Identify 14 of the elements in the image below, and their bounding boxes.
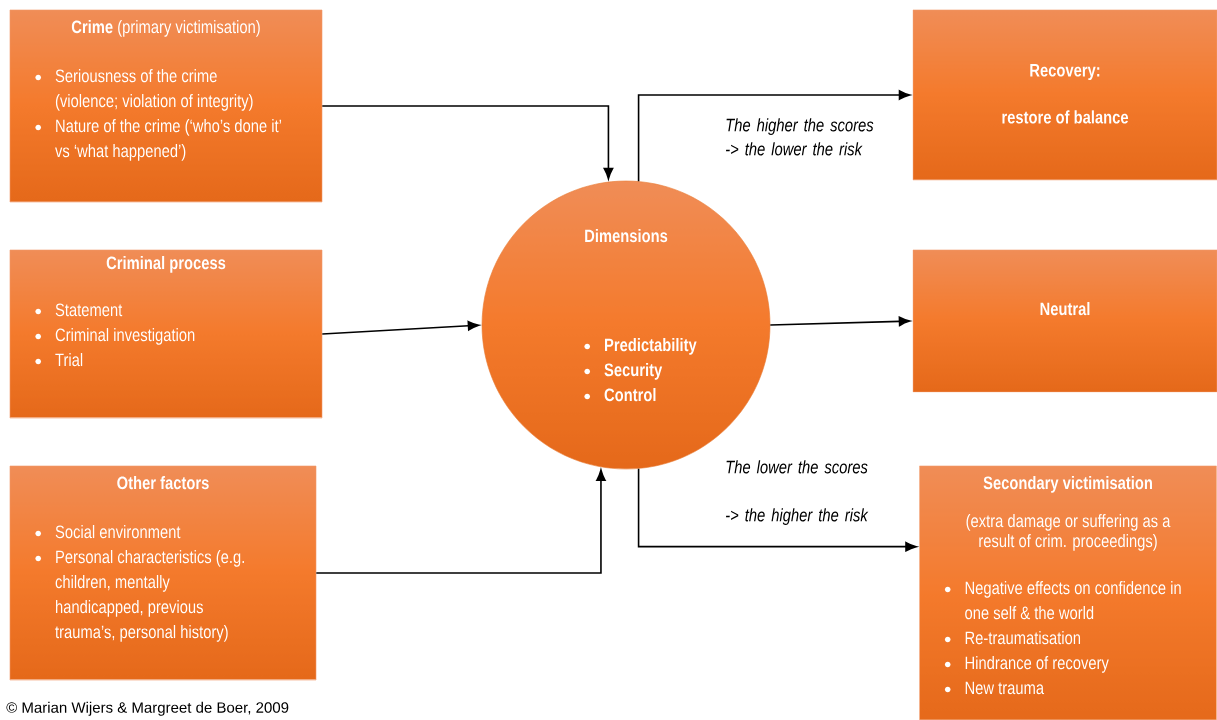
arrow bbox=[637, 467, 917, 552]
edge-label: The higher the scores -> the lower the risk bbox=[725, 118, 874, 156]
factor-box: Crime (primary victimisation) Seriousness of the crime (violence; violation of integrity) Nature of the crime (‘who’s done it’ vs ‘what happened’) bbox=[9, 9, 323, 203]
factor-box: Criminal process Statement Criminal investigation Trial bbox=[9, 249, 323, 419]
factor-box: Other factors Social environment Personal characteristics (e.g. children, mentally handicapped, previous trauma’s, personal history) bbox=[9, 465, 317, 681]
arrow bbox=[321, 320, 480, 335]
arrow bbox=[321, 105, 614, 180]
copyright-note: © Marian Wijers & Margreet de Boer, 2009 bbox=[6, 701, 289, 716]
outcome-box: Secondary victimisation (extra damage or suffering as a result of crim. proceedings) Negative effects on confidence in one self & the world Re-traumatisation Hindrance of recovery New trauma bbox=[919, 465, 1217, 720]
arrow bbox=[769, 316, 911, 327]
arrow bbox=[315, 469, 606, 574]
outcome-box: Recovery: restore of balance bbox=[912, 9, 1217, 181]
arrow bbox=[637, 90, 911, 183]
outcome-box: Neutral bbox=[912, 249, 1217, 393]
